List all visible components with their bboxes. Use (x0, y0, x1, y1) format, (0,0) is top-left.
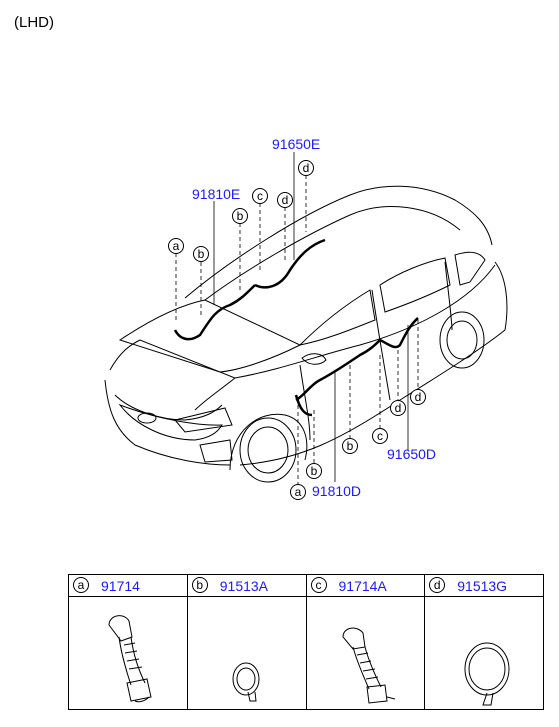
car-body-outline (104, 185, 508, 483)
legend-image-a (68, 596, 188, 710)
legend-part-a: 91714 (101, 578, 140, 594)
marker-b-upper: b (232, 208, 248, 224)
callout-91810e: 91810E (192, 186, 241, 202)
marker-d-upper: d (298, 160, 314, 176)
marker-d-upper-left: d (277, 192, 293, 208)
marker-b-upper-left: b (193, 246, 209, 262)
vehicle-wiring-diagram (104, 152, 508, 484)
legend-header-b: b 91513A (186, 574, 307, 597)
callout-91650e: 91650E (272, 136, 321, 152)
legend-letter-a: a (73, 577, 89, 593)
callout-leaders (213, 152, 409, 482)
variant-label: (LHD) (14, 14, 54, 31)
marker-d-lower: d (410, 389, 426, 405)
legend-header-c: c 91714A (305, 574, 426, 597)
marker-b-lower-left: b (306, 463, 322, 479)
marker-a-upper: a (168, 238, 184, 254)
legend-part-d: 91513G (457, 578, 508, 594)
leader-lines (175, 175, 419, 484)
legend-header-d: d 91513G (424, 574, 544, 597)
legend-letter-b: b (191, 577, 208, 593)
legend-letter-d: d (429, 577, 446, 593)
marker-c-lower: c (372, 428, 388, 444)
legend-image-b (186, 596, 307, 710)
wiring-harness-lines (173, 238, 419, 417)
grommet-a-illustration (108, 615, 152, 703)
legend-image-c (305, 596, 426, 710)
marker-c-upper: c (252, 188, 268, 204)
parts-legend-table: a 91714 b 91513A c 91714A d 91513G (68, 574, 544, 710)
grommet-c-illustration (341, 627, 395, 704)
grommet-d-illustration (464, 642, 510, 706)
legend-part-b: 91513A (219, 578, 269, 594)
marker-d-lower-left: d (390, 400, 406, 416)
marker-a-lower: a (290, 484, 306, 500)
marker-b-lower: b (342, 438, 358, 454)
legend-letter-c: c (310, 577, 327, 593)
legend-part-c: 91714A (338, 578, 387, 594)
legend-image-d (424, 596, 544, 710)
callout-91650d: 91650D (387, 446, 437, 462)
callout-91810d: 91810D (312, 483, 362, 499)
legend-header-a: a 91714 (68, 574, 188, 597)
grommet-b-illustration (232, 662, 260, 702)
